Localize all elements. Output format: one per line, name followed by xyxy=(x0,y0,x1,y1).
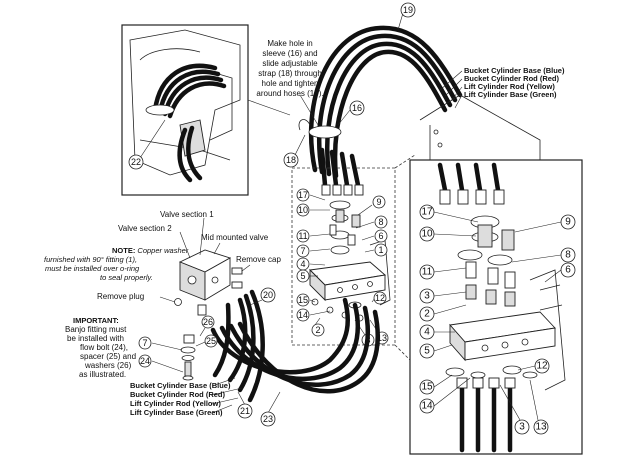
note-body-2: furnished with 90° fitting (1), xyxy=(44,255,137,264)
callout-14a: 14 xyxy=(298,310,308,320)
mid-mounted-valve: Valve section 1 Valve section 2 Mid moun… xyxy=(97,210,380,427)
callout-10a: 10 xyxy=(298,205,308,215)
valve-section-2-label: Valve section 2 xyxy=(118,224,172,233)
callout-9b: 9 xyxy=(565,217,571,228)
callout-17a: 17 xyxy=(298,190,308,200)
hose-bottom-label-green: Lift Cylinder Base (Green) xyxy=(130,408,223,417)
note-body-4: to seal properly. xyxy=(100,273,153,282)
note-body-3: must be installed over o-ring xyxy=(45,264,140,273)
callout-2: 2 xyxy=(315,325,320,335)
callout-22-text: 22 xyxy=(131,157,141,167)
make-hole-line-2: sleeve (16) and xyxy=(262,49,317,58)
callout-8b: 8 xyxy=(565,250,571,261)
important-body-6: as illustrated. xyxy=(79,370,126,379)
make-hole-line-5: hole and tighten xyxy=(262,79,319,88)
callout-2b: 2 xyxy=(424,309,430,320)
callout-23: 23 xyxy=(263,414,273,424)
callout-12b: 12 xyxy=(536,361,548,372)
callout-17b: 17 xyxy=(421,207,433,218)
callout-3d: 3 xyxy=(519,422,525,433)
callout-15a: 15 xyxy=(298,295,308,305)
callout-16-text: 16 xyxy=(352,103,362,113)
callout-7b: 7 xyxy=(142,338,147,348)
callout-11b: 11 xyxy=(422,267,433,278)
callout-11a: 11 xyxy=(298,231,307,241)
callout-8a: 8 xyxy=(378,217,383,227)
callout-14b: 14 xyxy=(421,401,433,412)
callout-7a: 7 xyxy=(300,246,305,256)
important-head: IMPORTANT: xyxy=(73,316,119,325)
callout-24: 24 xyxy=(140,356,150,366)
important-block: IMPORTANT: Banjo fitting must be install… xyxy=(65,316,136,379)
hose-bottom-label-red: Bucket Cylinder Rod (Red) xyxy=(130,390,226,399)
callout-18-text: 18 xyxy=(286,155,296,165)
remove-cap-label: Remove cap xyxy=(236,255,281,264)
callout-25: 25 xyxy=(206,336,216,346)
callout-6a: 6 xyxy=(378,231,383,241)
remove-plug-label: Remove plug xyxy=(97,292,144,301)
note-block: NOTE: Copper washer furnished with 90° f… xyxy=(44,246,189,282)
hose-bottom-label-yellow: Lift Cylinder Rod (Yellow) xyxy=(130,399,221,408)
callout-21: 21 xyxy=(240,406,250,416)
callout-20: 20 xyxy=(263,290,273,300)
callout-10b: 10 xyxy=(421,229,433,240)
important-body-2: be installed with xyxy=(67,334,124,343)
callout-13b: 13 xyxy=(535,422,547,433)
callout-22 xyxy=(128,154,144,170)
callout-19-text: 19 xyxy=(403,5,413,15)
hose-top-label-blue: Bucket Cylinder Base (Blue) xyxy=(464,66,565,75)
callout-12a: 12 xyxy=(375,293,385,303)
callout-3c: 3 xyxy=(424,291,430,302)
note-body-1: Copper washer xyxy=(135,246,188,255)
make-hole-line-6: around hoses (19). xyxy=(256,89,323,98)
make-hole-instruction: Make hole in sleeve (16) and slide adjus… xyxy=(256,39,323,98)
hose-top-label-red: Bucket Cylinder Rod (Red) xyxy=(464,74,560,83)
callout-5b: 5 xyxy=(424,346,430,357)
callout-26: 26 xyxy=(203,317,213,327)
callout-4a: 4 xyxy=(300,259,305,269)
mid-mounted-valve-label: Mid mounted valve xyxy=(201,233,269,242)
make-hole-line-1: Make hole in xyxy=(267,39,312,48)
hose-bundle-19: 19 16 18 xyxy=(283,2,463,179)
callout-16 xyxy=(349,100,365,116)
sleeve-16 xyxy=(308,125,342,139)
hose-top-label-green: Lift Cylinder Base (Green) xyxy=(464,90,557,99)
enlarged-valve-view: 17 10 11 3 2 4 5 15 14 3 13 12 9 8 6 xyxy=(409,159,583,455)
important-body-3: flow bolt (24), xyxy=(80,343,128,352)
important-body-4: spacer (25) and xyxy=(80,352,136,361)
make-hole-line-3: slide adjustable xyxy=(262,59,318,68)
make-hole-line-4: strap (18) through xyxy=(258,69,322,78)
important-body-1: Banjo fitting must xyxy=(65,325,127,334)
callout-18 xyxy=(283,152,299,168)
inset-view-box: 22 xyxy=(121,24,291,196)
callout-1: 1 xyxy=(378,245,383,255)
callout-4b: 4 xyxy=(424,327,430,338)
callout-9a: 9 xyxy=(376,197,381,207)
callout-19 xyxy=(400,2,416,18)
callout-5a: 5 xyxy=(300,271,305,281)
hose-top-label-yellow: Lift Cylinder Rod (Yellow) xyxy=(464,82,555,91)
note-head: NOTE: xyxy=(112,246,135,255)
hose-labels-bottom: Bucket Cylinder Base (Blue) Bucket Cylin… xyxy=(130,377,243,417)
plug xyxy=(174,298,182,306)
important-body-5: washers (26) xyxy=(84,361,132,370)
callout-13a: 13 xyxy=(377,333,387,343)
callout-6b: 6 xyxy=(565,265,571,276)
valve-assembly-center: 17 10 11 7 4 5 15 14 3 13 12 9 8 6 1 2 xyxy=(291,147,416,366)
svg-text:NOTE: Copper washer: NOTE: Copper washer xyxy=(112,246,189,255)
valve-section-1-label: Valve section 1 xyxy=(160,210,214,219)
hose-bottom-label-blue: Bucket Cylinder Base (Blue) xyxy=(130,381,231,390)
callout-15b: 15 xyxy=(421,382,433,393)
hose-labels-top: Bucket Cylinder Base (Blue) Bucket Cylin… xyxy=(439,66,565,109)
